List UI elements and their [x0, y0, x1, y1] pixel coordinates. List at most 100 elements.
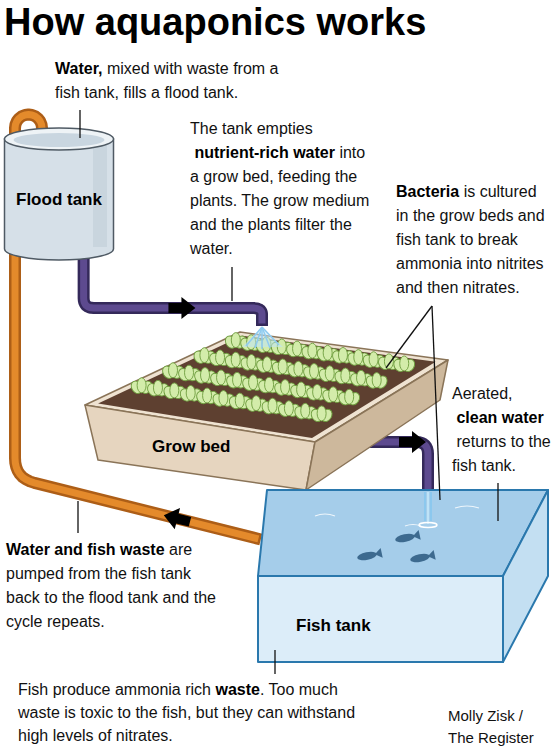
- lettuce-leaf: [345, 389, 354, 404]
- node-label: Flood tank: [16, 190, 102, 210]
- lettuce-leaf: [301, 403, 310, 418]
- splash: [419, 523, 437, 528]
- flow-arrow: [161, 505, 193, 533]
- fish: [394, 530, 421, 545]
- lettuce-leaf: [200, 348, 209, 363]
- lettuce-leaf: [203, 388, 212, 403]
- leader-line: [79, 110, 80, 138]
- annotation: Water,mixed with waste from a fish tank,…: [55, 57, 305, 105]
- leader-line: [432, 306, 440, 500]
- annotation-bold-text: Water,: [55, 60, 102, 77]
- lettuce-leaf: [308, 343, 317, 358]
- lettuce-leaf: [249, 375, 258, 390]
- fish-body: [409, 552, 430, 564]
- annotation: Water and fish wasteare pumped from the …: [6, 538, 224, 634]
- water-stream: [419, 492, 437, 528]
- lettuce-leaf: [231, 352, 240, 367]
- leader-line: [274, 650, 275, 674]
- node-label: Fish tank: [296, 616, 371, 636]
- stream-line: [430, 492, 432, 521]
- spray-line: [262, 327, 279, 345]
- lettuce-leaf: [354, 350, 363, 365]
- lettuce-leaf: [284, 401, 293, 416]
- lettuce-leaf: [329, 387, 338, 402]
- annotation-bold-text: Bacteria: [396, 183, 459, 200]
- lettuce-leaf: [153, 380, 162, 395]
- stream-line: [424, 492, 426, 521]
- water-ripples: [315, 506, 479, 526]
- stream-line: [427, 492, 429, 524]
- annotation-bold-text: nutrient-rich water: [194, 144, 334, 161]
- lettuce-plant: [392, 356, 417, 374]
- tank-opening: [14, 133, 105, 147]
- lettuce-leaf: [369, 352, 378, 367]
- leader-line: [497, 483, 498, 521]
- fish-body: [356, 550, 377, 562]
- annotation: The tank emptiesnutrient-rich waterinto …: [190, 117, 370, 261]
- water-spray: [242, 327, 283, 349]
- fish-tail: [427, 550, 436, 561]
- lettuce-leaf: [265, 377, 274, 392]
- title-box: How aquaponics works: [4, 0, 426, 44]
- grow-bed: Grow bed: [80, 320, 455, 498]
- spray-line: [246, 327, 262, 346]
- lettuce-leaf: [341, 368, 350, 383]
- fish-tail: [412, 530, 421, 541]
- lettuce-leaf: [400, 356, 409, 371]
- fish: [356, 548, 383, 563]
- pipe-flow: [84, 260, 262, 320]
- lettuce-leaf: [217, 370, 226, 385]
- flow-arrow: [168, 297, 195, 319]
- tank-body: [5, 139, 114, 260]
- title: How aquaponics works: [4, 0, 426, 44]
- annotation-text: Fish produce ammonia rich: [18, 681, 211, 698]
- lettuce-plant: [309, 406, 334, 424]
- lettuce-leaf: [323, 345, 332, 360]
- annotation-text: The tank empties: [190, 120, 313, 137]
- annotation-text: returns to the fish tank.: [452, 433, 551, 474]
- lettuce-plant: [337, 389, 362, 407]
- lettuce-leaf: [170, 383, 179, 398]
- lettuce-leaf: [281, 380, 290, 395]
- bed-side: [306, 360, 448, 490]
- lettuce-leaf: [262, 337, 271, 352]
- leader-line: [231, 267, 232, 301]
- flow-arrow: [399, 431, 426, 453]
- credit-text: Molly Zisk / The Register: [448, 707, 534, 746]
- spray-line: [261, 327, 263, 349]
- lettuce-leaf: [233, 372, 242, 387]
- annotation: Aerated,clean waterreturns to the fish t…: [452, 382, 552, 478]
- tank-top: [5, 128, 114, 150]
- spray-fan: [242, 327, 283, 347]
- water-surface: [258, 490, 548, 576]
- bed-front: [85, 405, 315, 490]
- lettuce-leaf: [372, 373, 381, 388]
- lettuce-leaf: [278, 359, 287, 374]
- fish-tank-shape: [255, 486, 551, 666]
- lettuce-leaf: [277, 339, 286, 354]
- lettuce-leaf: [263, 357, 272, 372]
- lettuce-leaf: [338, 347, 347, 362]
- lettuce-leaf: [169, 363, 178, 378]
- lettuce-leaf: [294, 361, 303, 376]
- lettuce-leaf: [235, 393, 244, 408]
- lettuce-leaf: [247, 335, 256, 350]
- lettuce-leaf: [219, 391, 228, 406]
- lettuce-leaf: [137, 378, 146, 393]
- lettuce-leaf: [231, 333, 240, 348]
- lettuce-leaf: [216, 350, 225, 365]
- annotation: Fish produce ammonia richwaste. Too much…: [18, 678, 363, 747]
- lettuce-leaf: [293, 341, 302, 356]
- lettuce-leaf: [201, 368, 210, 383]
- annotation: Bacteriais cultured in the grow beds and…: [396, 180, 551, 300]
- fish-body: [394, 532, 415, 544]
- annotation-bold-text: clean water: [456, 409, 543, 426]
- lettuce-plant: [364, 373, 389, 391]
- annotation-bold-text: Water and fish waste: [6, 541, 165, 558]
- grow-bed-shape: [80, 320, 455, 498]
- spray-lines: [246, 327, 279, 349]
- lettuce-leaf: [384, 354, 393, 369]
- fish-tail: [374, 548, 383, 559]
